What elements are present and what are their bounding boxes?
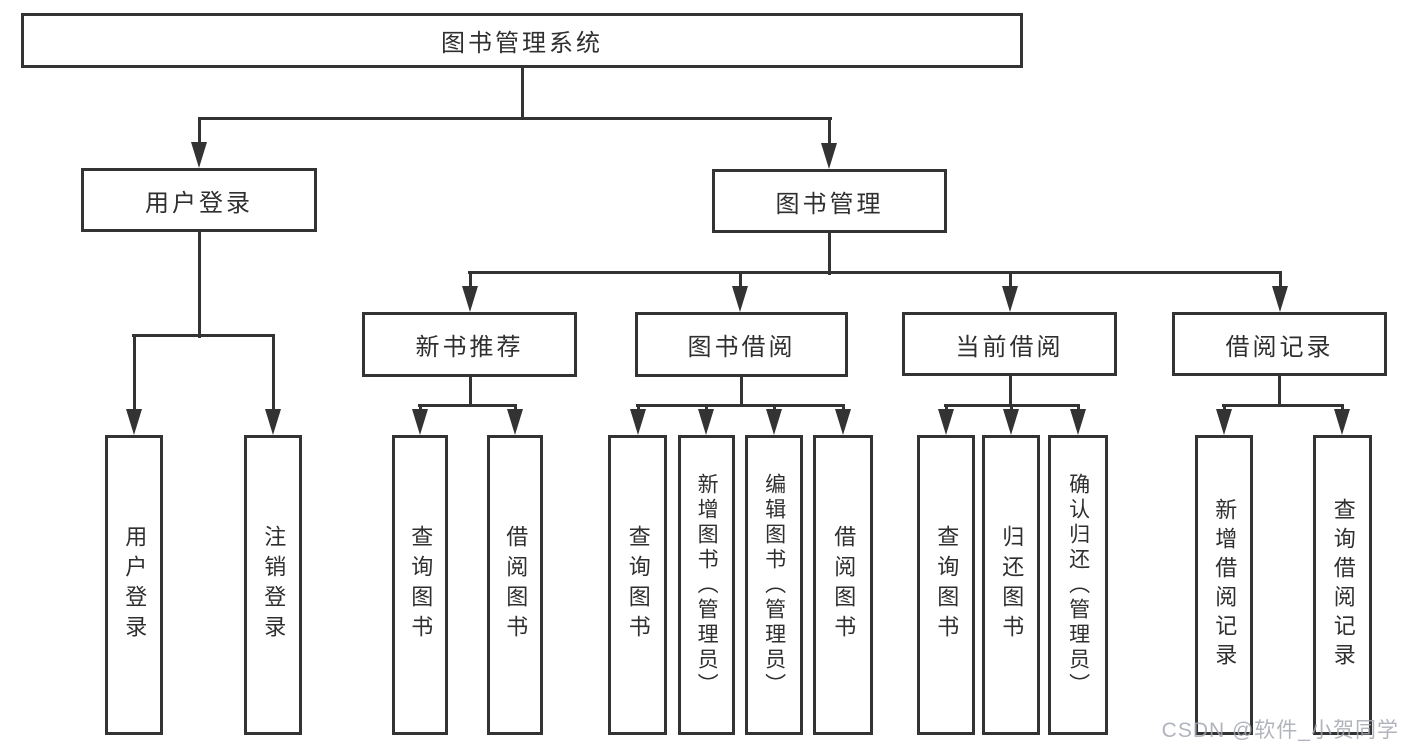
leaf-query-books: 查询图书 bbox=[917, 435, 975, 735]
leaf-label: 用户登录 bbox=[122, 525, 148, 645]
leaf-label: 确认归还（管理员） bbox=[1066, 472, 1090, 698]
arrow-down-icon bbox=[1216, 409, 1232, 435]
connector-line bbox=[1008, 376, 1012, 407]
leaf-label: 查询图书 bbox=[625, 525, 651, 645]
leaf-add-borrow-record: 新增借阅记录 bbox=[1195, 435, 1253, 735]
arrow-down-icon bbox=[507, 409, 523, 435]
node-library-management-system: 图书管理系统 bbox=[21, 13, 1023, 68]
connector-line bbox=[1277, 376, 1281, 407]
connector-line bbox=[271, 334, 275, 412]
node-borrowing-records: 借阅记录 bbox=[1172, 312, 1387, 376]
arrow-down-icon bbox=[938, 409, 954, 435]
connector-line bbox=[198, 117, 832, 120]
leaf-edit-books-admin: 编辑图书（管理员） bbox=[745, 435, 803, 735]
leaf-user-login: 用户登录 bbox=[105, 435, 163, 735]
leaf-confirm-return-admin: 确认归还（管理员） bbox=[1048, 435, 1108, 735]
leaf-label: 查询图书 bbox=[934, 525, 960, 645]
leaf-label: 借阅图书 bbox=[503, 525, 529, 645]
leaf-label: 编辑图书（管理员） bbox=[762, 472, 786, 698]
arrow-down-icon bbox=[1334, 409, 1350, 435]
node-new-book-recommend: 新书推荐 bbox=[362, 312, 577, 377]
connector-line bbox=[132, 334, 275, 337]
node-book-management: 图书管理 bbox=[712, 169, 947, 233]
leaf-label: 查询图书 bbox=[408, 525, 434, 645]
arrow-down-icon bbox=[462, 286, 478, 312]
leaf-borrow-books: 借阅图书 bbox=[487, 435, 543, 735]
arrow-down-icon bbox=[1070, 409, 1086, 435]
leaf-label: 查询借阅记录 bbox=[1330, 498, 1356, 672]
connector-line bbox=[197, 232, 201, 338]
csdn-watermark: CSDN @软件_小贺同学 bbox=[1161, 719, 1399, 742]
leaf-query-books: 查询图书 bbox=[608, 435, 667, 735]
node-book-borrowing: 图书借阅 bbox=[635, 312, 848, 377]
arrow-down-icon bbox=[732, 286, 748, 312]
leaf-add-books-admin: 新增图书（管理员） bbox=[678, 435, 735, 735]
arrow-down-icon bbox=[821, 143, 837, 169]
connector-line bbox=[418, 404, 517, 407]
connector-line bbox=[520, 68, 524, 120]
arrow-down-icon bbox=[126, 409, 142, 435]
connector-line bbox=[738, 271, 742, 291]
connector-line bbox=[197, 117, 201, 150]
arrow-down-icon bbox=[412, 409, 428, 435]
connector-line bbox=[468, 271, 472, 291]
leaf-label: 归还图书 bbox=[999, 525, 1025, 645]
node-user-login: 用户登录 bbox=[81, 168, 317, 232]
leaf-label: 注销登录 bbox=[261, 525, 287, 645]
node-current-borrowing: 当前借阅 bbox=[902, 312, 1117, 376]
connector-line bbox=[468, 377, 472, 407]
connector-line bbox=[1278, 271, 1282, 291]
arrow-down-icon bbox=[1272, 286, 1288, 312]
leaf-label: 借阅图书 bbox=[831, 525, 857, 645]
arrow-down-icon bbox=[698, 409, 714, 435]
connector-line bbox=[827, 117, 831, 150]
connector-line bbox=[1222, 404, 1344, 407]
leaf-label: 新增借阅记录 bbox=[1212, 498, 1238, 672]
connector-line bbox=[468, 271, 1282, 274]
leaf-logout: 注销登录 bbox=[244, 435, 302, 735]
connector-line bbox=[636, 404, 845, 407]
connector-line bbox=[132, 334, 136, 412]
connector-line bbox=[827, 233, 831, 275]
arrow-down-icon bbox=[191, 142, 207, 168]
arrow-down-icon bbox=[1003, 409, 1019, 435]
arrow-down-icon bbox=[1002, 286, 1018, 312]
leaf-label: 新增图书（管理员） bbox=[695, 472, 719, 698]
connector-line bbox=[739, 377, 743, 407]
leaf-borrow-books: 借阅图书 bbox=[813, 435, 873, 735]
arrow-down-icon bbox=[265, 409, 281, 435]
leaf-return-books: 归还图书 bbox=[982, 435, 1040, 735]
arrow-down-icon bbox=[630, 409, 646, 435]
leaf-query-borrow-record: 查询借阅记录 bbox=[1313, 435, 1372, 735]
leaf-query-books: 查询图书 bbox=[392, 435, 448, 735]
connector-line bbox=[1008, 271, 1012, 291]
arrow-down-icon bbox=[766, 409, 782, 435]
arrow-down-icon bbox=[835, 409, 851, 435]
